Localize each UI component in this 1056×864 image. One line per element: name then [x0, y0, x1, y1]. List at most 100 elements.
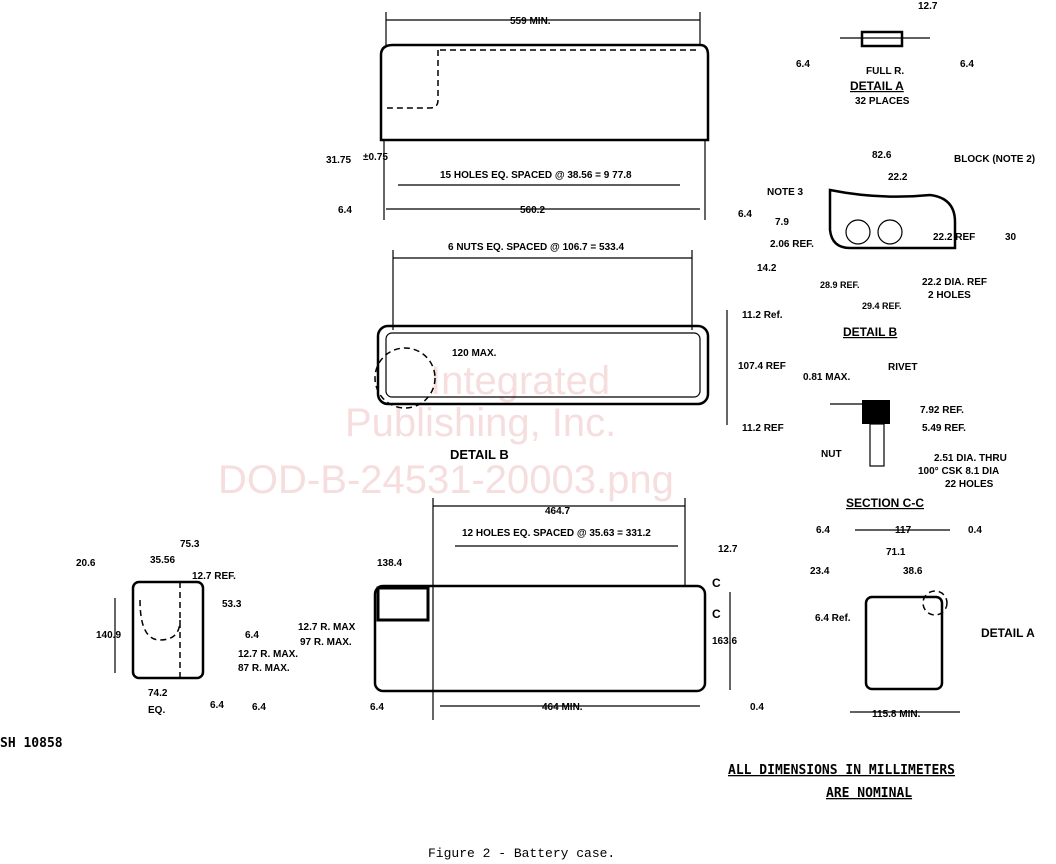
dim-38-6: 38.6 [903, 566, 923, 577]
front-view-outline [373, 584, 707, 693]
dim-75-3: 75.3 [180, 539, 200, 550]
detail-a-subtitle: 32 PLACES [855, 96, 910, 107]
detail-b-callout: DETAIL B [450, 447, 509, 462]
dim-22-ref: 22.2 REF [933, 232, 975, 243]
dim-6-4: 6.4 [245, 630, 259, 641]
dim-top-ref: 11.2 Ref. [742, 310, 783, 321]
dim-82: 82.6 [872, 150, 892, 161]
dim-12-7-r: 12.7 R. MAX. [238, 649, 298, 660]
section-c-marker-bottom: C [712, 607, 721, 621]
dim-12-7-ref: 12.7 REF. [192, 571, 236, 582]
dim-53-3: 53.3 [222, 599, 242, 610]
detail-a: 12.7 6.4 6.4 FULL R. DETAIL A 32 PLACES [796, 1, 974, 107]
dim-left: 6.4 [796, 59, 810, 70]
dim-6-4-ref: 6.4 Ref. [815, 613, 851, 624]
dim-6-4: 6.4 [816, 525, 830, 536]
end-view-right-outline [864, 595, 944, 691]
dim-right: 6.4 [960, 59, 974, 70]
watermark-line-1: Integrated [430, 359, 610, 403]
dim-tolerance: ±0.75 [363, 152, 388, 163]
dim-74-2: 74.2 [148, 688, 168, 699]
max-label: 120 MAX. [452, 348, 497, 359]
dim-overall: 560.2 [520, 205, 545, 216]
dim-6-4b: 6.4 [210, 700, 224, 711]
dim-12-7: 12.7 [718, 544, 738, 555]
dim-7-9: 7.9 [775, 217, 789, 228]
block-note: BLOCK (NOTE 2) [954, 154, 1035, 165]
watermark-line-3: DOD-B-24531-20003.png [218, 458, 674, 502]
dim-max: 0.81 MAX. [803, 372, 850, 383]
detail-b-title: DETAIL B [843, 325, 898, 339]
detail-a-shape [860, 30, 904, 48]
dim-0-4: 0.4 [968, 525, 982, 536]
dim-height: 31.75 [326, 155, 351, 166]
thru-label-1: 2.51 DIA. THRU [934, 453, 1007, 464]
dim-71-1: 71.1 [886, 547, 906, 558]
detail-b-circle [374, 347, 436, 409]
thru-label-2: 100° CSK 8.1 DIA [918, 466, 999, 477]
holes-label: 22.2 DIA. REF [922, 277, 987, 288]
dim-464-min: 464 MIN. [542, 702, 583, 713]
r-12-7: 12.7 R. MAX [298, 622, 356, 633]
dim-464-7: 464.7 [545, 506, 570, 517]
end-view-left-outline [131, 580, 205, 680]
section-c-marker-top: C [712, 576, 721, 590]
side-view: 6 NUTS EQ. SPACED @ 106.7 = 533.4 120 MA… [374, 242, 786, 462]
note3: NOTE 3 [767, 187, 804, 198]
dim-28-9: 28.9 REF. [820, 280, 860, 290]
detail-b-shape [828, 188, 957, 250]
rivet-shape [862, 400, 890, 424]
dim-mid-ref: 107.4 REF [738, 361, 786, 372]
dim-117: 117 [895, 525, 912, 536]
dim-edge-right: 6.4 [738, 209, 752, 220]
dim-140-9: 140.9 [96, 630, 121, 641]
dim-5-49: 5.49 REF. [922, 423, 966, 434]
watermark: Integrated Publishing, Inc. DOD-B-24531-… [218, 359, 674, 502]
dimensions-note-line-2: ARE NOMINAL [826, 786, 912, 801]
dim-14-2: 14.2 [757, 263, 777, 274]
dim-23-4: 23.4 [810, 566, 830, 577]
dim-2-06: 2.06 REF. [770, 239, 814, 250]
top-view: 559 MIN. 31.75 ±0.75 15 HOLES EQ. SPACED… [326, 12, 752, 220]
dim-30: 30 [1005, 232, 1017, 243]
dim-138-4: 138.4 [377, 558, 402, 569]
holes-note: 12 HOLES EQ. SPACED @ 35.63 = 331.2 [462, 528, 651, 539]
dim-eq: EQ. [148, 705, 165, 716]
side-view-outline [376, 324, 710, 406]
dim-6-4: 6.4 [252, 702, 266, 713]
sheet-id: SH 10858 [0, 736, 63, 751]
dim-163-6: 163.6 [712, 636, 737, 647]
section-cc-title: SECTION C-C [846, 496, 924, 510]
dim-bot-ref: 11.2 REF [742, 423, 784, 434]
r-97: 97 R. MAX. [300, 637, 352, 648]
watermark-line-2: Publishing, Inc. [345, 401, 616, 445]
dim-22: 22.2 [888, 172, 908, 183]
dim-7-92: 7.92 REF. [920, 405, 964, 416]
thru-label-3: 22 HOLES [945, 479, 994, 490]
nuts-note: 6 NUTS EQ. SPACED @ 106.7 = 533.4 [448, 242, 624, 253]
dim-29-4: 29.4 REF. [862, 301, 902, 311]
section-cc: 0.81 MAX. RIVET 7.92 REF. 5.49 REF. NUT … [803, 362, 1007, 510]
holes-count: 2 HOLES [928, 290, 971, 301]
top-view-outline [379, 43, 710, 142]
detail-a-callout: DETAIL A [981, 626, 1035, 640]
dim-20-6: 20.6 [76, 558, 96, 569]
dim-6-4-front: 6.4 [370, 702, 384, 713]
nut-label: NUT [821, 449, 842, 460]
top-view-hidden-line [387, 50, 439, 109]
front-view: 464.7 12 HOLES EQ. SPACED @ 35.63 = 331.… [252, 498, 764, 720]
dim-length-min: 559 MIN. [510, 16, 551, 27]
dim-35-56: 35.56 [150, 555, 175, 566]
rivet-label: RIVET [888, 362, 917, 373]
holes-note: 15 HOLES EQ. SPACED @ 38.56 = 9 77.8 [440, 170, 632, 181]
front-view-block [376, 586, 430, 622]
dimensions-note-line-1: ALL DIMENSIONS IN MILLIMETERS [728, 763, 955, 778]
dim-115-8: 115.8 MIN. [872, 709, 921, 720]
end-view-left: 75.3 20.6 35.56 12.7 REF. 53.3 6.4 140.9… [76, 539, 298, 716]
dim-width: 12.7 [918, 1, 938, 12]
dim-0-4: 0.4 [750, 702, 764, 713]
dim-87-r: 87 R. MAX. [238, 663, 290, 674]
full-r-label: FULL R. [866, 66, 904, 77]
